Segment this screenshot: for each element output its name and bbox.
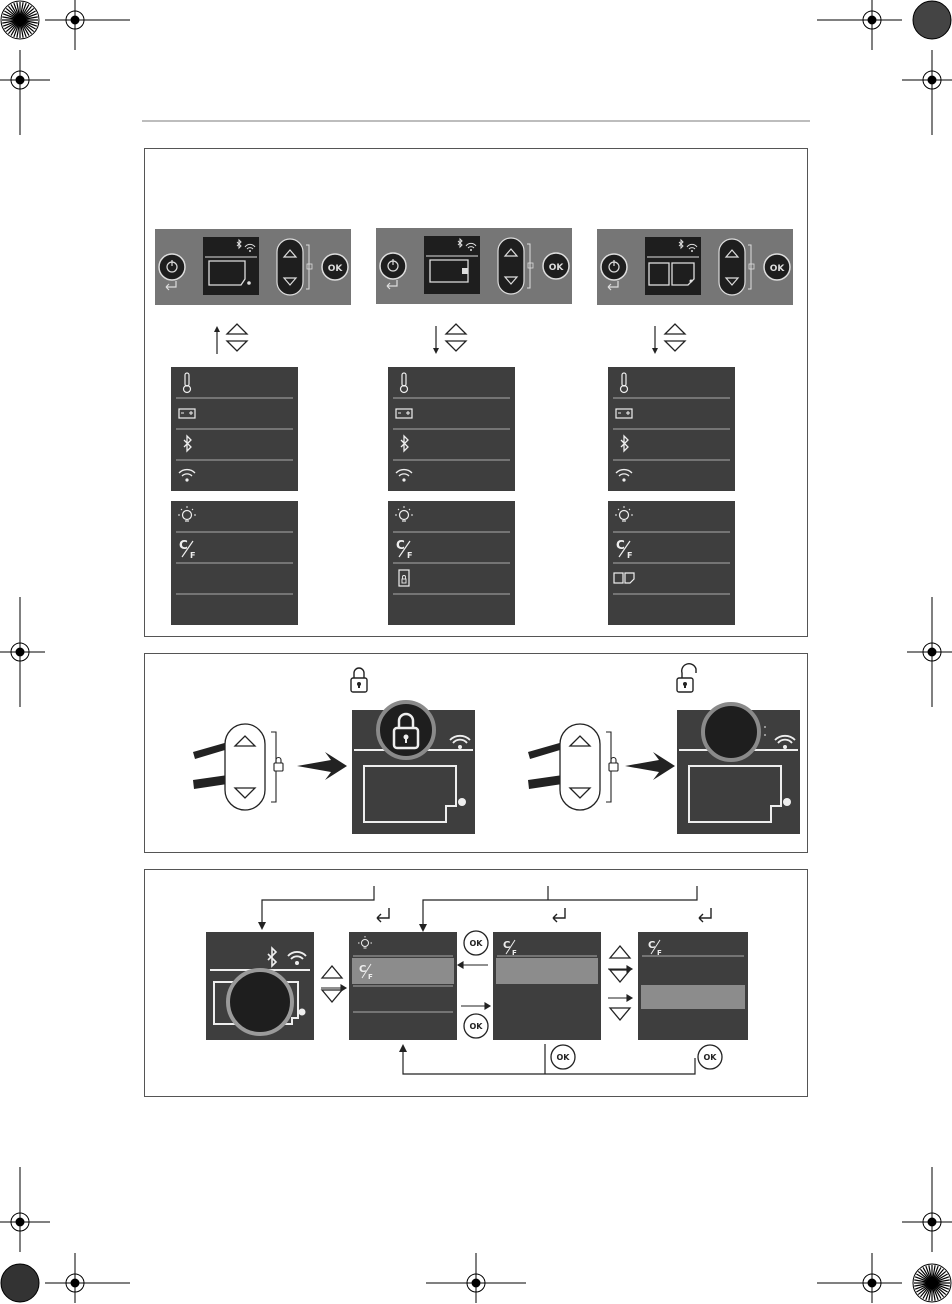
f-letter: F	[190, 551, 195, 560]
ok-label: OK	[470, 1022, 484, 1031]
menu-panel-top	[388, 367, 515, 491]
crosshair-mark-top-right-2	[902, 50, 952, 135]
settings-menu-screen: C F	[349, 932, 457, 1040]
ok-label: OK	[557, 1053, 571, 1062]
ok-label: OK	[549, 263, 565, 273]
crosshair-mark-bottom-left	[0, 1167, 50, 1252]
menu-panel-bottom: CF	[388, 501, 515, 625]
menu-panel-bottom: CF	[171, 501, 298, 625]
nav-arrows-2	[433, 324, 466, 354]
ok-connector	[403, 1044, 695, 1074]
lock-step	[193, 668, 475, 834]
unlock-step	[528, 664, 800, 834]
nav-arrows-3	[652, 324, 685, 354]
ok-label: OK	[328, 264, 344, 274]
starburst-mark-bottom-left	[1, 1264, 39, 1302]
menu-panel-top	[171, 367, 298, 491]
f-letter: F	[368, 973, 373, 981]
frame-menu-overview: OK OK OK	[144, 148, 808, 637]
return-connectors	[262, 886, 697, 928]
starburst-mark-top-right	[913, 1, 951, 39]
ok-label: OK	[470, 939, 484, 948]
ok-button-upper: OK	[464, 931, 488, 955]
crosshair-mark-mid-left	[0, 597, 45, 707]
crosshair-mark-top-left	[45, 0, 130, 50]
unlocked-display	[677, 704, 800, 834]
menu-overview-diagram: OK OK OK	[145, 149, 809, 638]
f-letter: F	[657, 949, 662, 957]
lock-unlock-diagram	[145, 654, 809, 854]
frame-settings-navigation: OK OK	[144, 869, 808, 1097]
header-rule	[142, 120, 810, 122]
ok-button-bottom-2: OK	[698, 1045, 722, 1069]
closed-lock-icon	[351, 668, 367, 692]
crosshair-mark-top-left-2	[0, 50, 50, 135]
control-panel-2: OK	[376, 228, 572, 304]
f-letter: F	[512, 949, 517, 957]
control-panel-1: OK	[155, 229, 351, 305]
crosshair-mark-bottom-left-2	[45, 1253, 130, 1303]
menu-panel-top	[608, 367, 735, 491]
starburst-mark-bottom-right	[913, 1264, 951, 1302]
nav-arrows-1	[214, 324, 247, 354]
ok-label: OK	[704, 1053, 718, 1062]
locked-display	[352, 702, 475, 834]
ok-button-lower: OK	[464, 1014, 488, 1038]
settings-navigation-diagram: OK OK	[145, 870, 809, 1098]
unit-selection-screen: C F	[493, 932, 601, 1040]
f-letter: F	[407, 551, 412, 560]
crosshair-mark-top-right	[817, 0, 902, 50]
f-letter: F	[627, 551, 632, 560]
unit-options-screen: C F	[638, 932, 748, 1040]
menu-panel-bottom: CF	[608, 501, 735, 625]
ok-button-bottom-1: OK	[551, 1045, 575, 1069]
control-panel-3: OK	[597, 229, 793, 305]
frame-lock-unlock	[144, 653, 808, 853]
crosshair-mark-bottom-right	[817, 1253, 902, 1303]
crosshair-mark-bottom-center	[426, 1253, 526, 1303]
ok-label: OK	[770, 264, 786, 274]
crosshair-mark-bottom-right-2	[902, 1167, 952, 1252]
starburst-mark-top-left	[1, 1, 39, 39]
home-display-screen	[206, 932, 314, 1040]
crosshair-mark-mid-right	[907, 597, 952, 707]
open-lock-icon	[677, 664, 696, 692]
